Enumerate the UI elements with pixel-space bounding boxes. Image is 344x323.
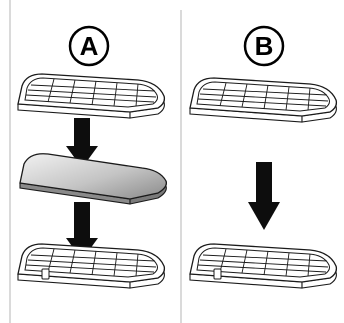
panel-a-label: A	[80, 31, 99, 61]
panel-b: B	[189, 25, 338, 289]
filter-tray-icon	[17, 73, 166, 119]
filter-tray-icon	[189, 243, 338, 289]
filter-tray-icon	[189, 77, 338, 123]
panel-a-label-badge: A	[68, 25, 110, 67]
panel-b-label-badge: B	[243, 25, 285, 67]
panel-a: A	[17, 25, 167, 289]
filter-tray-icon	[17, 243, 166, 289]
clip-icon	[213, 268, 222, 280]
down-arrow-icon	[248, 162, 280, 230]
clip-icon	[41, 268, 50, 280]
shelf-plate-icon	[19, 153, 167, 205]
panel-b-label: B	[255, 31, 274, 61]
